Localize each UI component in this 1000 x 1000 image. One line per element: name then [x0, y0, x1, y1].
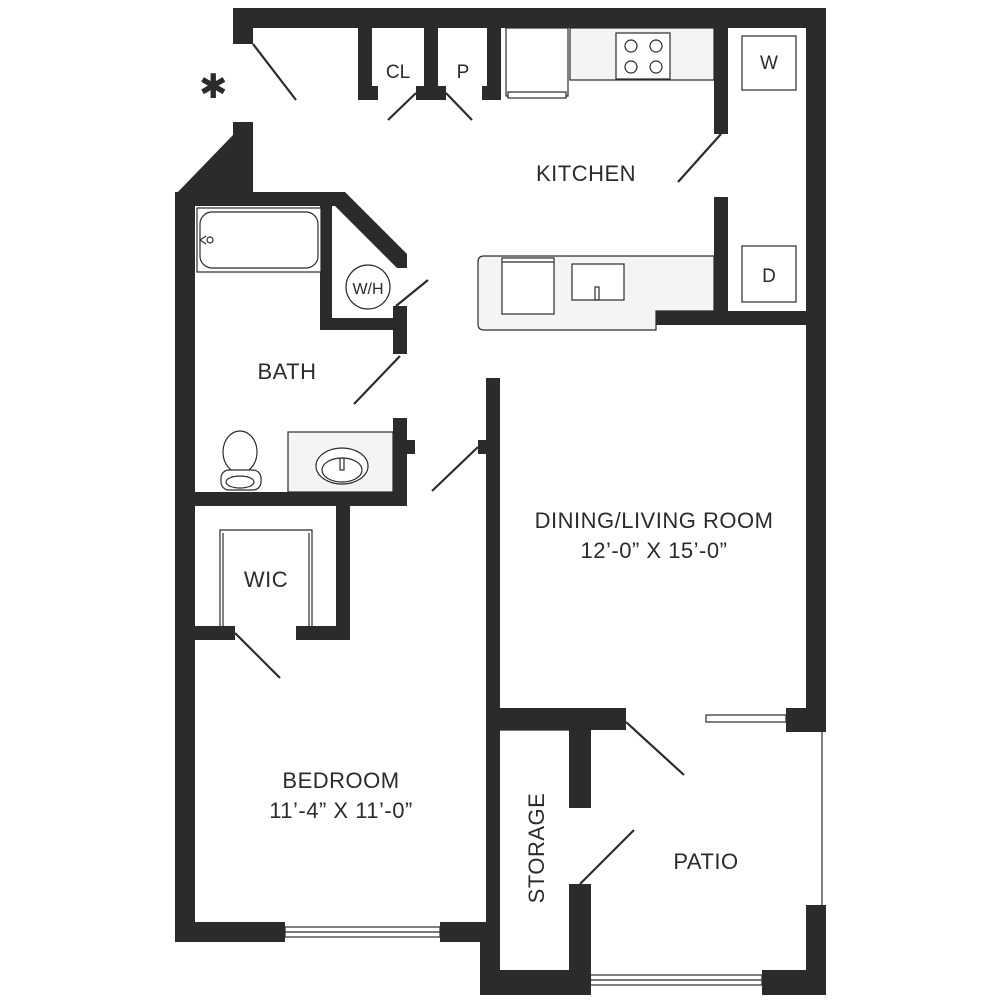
sliding-door — [705, 714, 787, 723]
washer-label: W — [760, 53, 778, 74]
bedroom-label: BEDROOM — [282, 768, 399, 793]
wic-door — [234, 632, 281, 679]
wall-p-right — [487, 8, 501, 100]
wall-cl-left — [358, 8, 372, 100]
water-heater-label: W/H — [352, 281, 383, 298]
wall-storage-right — [486, 720, 500, 930]
wall-bath-right — [393, 418, 407, 506]
bath-door — [353, 355, 401, 405]
wall-bed-living-nub — [478, 440, 486, 454]
toilet-icon — [220, 430, 262, 491]
wall-laundry-lower — [714, 197, 728, 325]
walls — [175, 8, 826, 995]
windows — [284, 714, 823, 986]
refrigerator-icon — [505, 27, 569, 99]
wall-left — [175, 192, 195, 942]
wall-top — [233, 8, 825, 28]
wall-wic-bottom-right — [296, 626, 350, 640]
wic-shelf — [219, 529, 313, 626]
wall-living-patio — [500, 708, 626, 730]
closet-label: CL — [386, 62, 410, 83]
dining-living-label: DINING/LIVING ROOM — [535, 508, 774, 533]
wall-patio-post — [569, 728, 591, 808]
range-icon — [615, 32, 671, 80]
wic-label: WIC — [244, 567, 288, 592]
fixtures — [196, 27, 797, 731]
dryer-label: D — [762, 266, 776, 287]
entry-door — [252, 43, 297, 101]
bath-label: BATH — [257, 359, 316, 384]
wall-laundry-upper — [714, 8, 728, 134]
wall-p-right-foot — [482, 86, 501, 100]
bedroom-door — [431, 446, 479, 492]
laundry-door — [677, 133, 722, 183]
wall-storage-left — [480, 922, 500, 995]
wall-right-patio-post — [786, 708, 826, 732]
labels: ✱ CL P W D KITCHEN W/H BATH WIC DINING/L… — [199, 53, 778, 903]
wall-bath-top — [175, 192, 335, 206]
closet-door — [387, 92, 417, 121]
patio-door — [625, 721, 685, 776]
pantry-door — [445, 92, 473, 121]
dishwasher-icon — [501, 257, 555, 315]
wall-wic-bottom-left — [195, 626, 235, 640]
kitchen-label: KITCHEN — [536, 161, 636, 186]
wall-bottom-left — [175, 922, 285, 942]
wall-wh-angled — [320, 192, 407, 318]
wall-cl-p-divider — [424, 8, 438, 100]
wall-bath-right-nub — [407, 440, 415, 454]
wall-wh-bottom — [320, 318, 407, 330]
pantry-label: P — [457, 62, 470, 83]
wall-wh-right-lower — [393, 306, 407, 354]
wall-storage-door-jamb — [569, 884, 591, 995]
dryer-icon — [741, 245, 797, 303]
wall-bed-living — [486, 378, 500, 720]
water-heater-icon — [345, 264, 391, 310]
dining-living-dims: 12’-0” X 15’-0” — [581, 538, 728, 563]
doors — [234, 43, 722, 885]
wall-bottom-right — [762, 970, 826, 995]
wall-kitchen-living — [656, 311, 826, 325]
wall-angled-corner — [175, 132, 253, 205]
patio-label: PATIO — [673, 849, 738, 874]
washer-icon — [741, 35, 797, 91]
kitchen-sink-icon — [571, 263, 625, 301]
bedroom-dims: 11’-4” X 11’-0” — [269, 798, 413, 823]
wall-cl-p-foot — [416, 86, 446, 100]
storage-door — [579, 829, 635, 885]
bathtub-icon — [196, 207, 322, 273]
bathroom-sink-icon — [287, 431, 394, 493]
wall-bath-bottom — [175, 492, 407, 506]
storage-label: STORAGE — [524, 793, 549, 904]
wall-cl-left-foot — [358, 86, 378, 100]
wall-top-left-stub — [233, 8, 253, 44]
compass-symbol: ✱ — [199, 68, 228, 106]
wall-right — [806, 8, 826, 728]
wh-door — [395, 279, 429, 307]
wall-wic-right — [336, 506, 350, 640]
